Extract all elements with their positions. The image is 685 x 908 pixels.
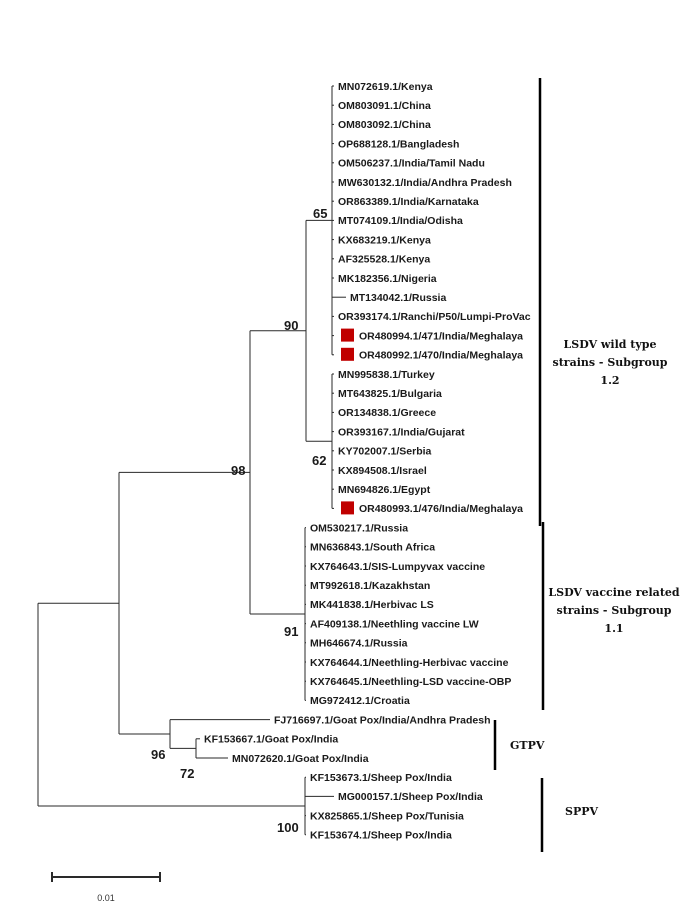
taxon-label: MT992618.1/Kazakhstan: [310, 580, 430, 592]
bootstrap-98: 98: [231, 463, 245, 478]
taxon-label: KX764644.1/Neethling-Herbivac vaccine: [310, 657, 509, 669]
taxon-label: OR480992.1/470/India/Meghalaya: [359, 350, 523, 362]
highlight-marker: [341, 347, 354, 361]
taxon-label: KX764643.1/SIS-Lumpyvax vaccine: [310, 561, 485, 573]
taxon-label: OR480994.1/471/India/Meghalaya: [359, 330, 523, 342]
bootstrap-72: 72: [180, 766, 194, 781]
taxon-label: KX764645.1/Neethling-LSD vaccine-OBP: [310, 676, 511, 688]
taxon-label: MN995838.1/Turkey: [338, 369, 435, 381]
taxon-label: MT134042.1/Russia: [350, 292, 446, 304]
taxon-label: MT643825.1/Bulgaria: [338, 388, 442, 400]
group-label-subgroup-1-1-line3: 1.1: [604, 622, 623, 635]
taxon-label: MN072620.1/Goat Pox/India: [232, 753, 369, 765]
taxon-label: MK441838.1/Herbivac LS: [310, 599, 434, 611]
group-label-subgroup-1-2-line2: strains - Subgroup: [553, 356, 668, 369]
taxon-label: KF153674.1/Sheep Pox/India: [310, 830, 452, 842]
taxon-label: KX825865.1/Sheep Pox/Tunisia: [310, 810, 464, 822]
taxon-label: OM803092.1/China: [338, 119, 431, 131]
taxon-label: AF409138.1/Neethling vaccine LW: [310, 618, 479, 630]
taxon-label: MG000157.1/Sheep Pox/India: [338, 791, 483, 803]
taxon-label: MN072619.1/Kenya: [338, 81, 433, 93]
taxon-label: MW630132.1/India/Andhra Pradesh: [338, 177, 512, 189]
taxon-label: FJ716697.1/Goat Pox/India/Andhra Pradesh: [274, 714, 491, 726]
scale-bar-label: 0.01: [97, 893, 115, 903]
taxon-label: AF325528.1/Kenya: [338, 254, 430, 266]
taxon-label: MN694826.1/Egypt: [338, 484, 431, 496]
taxon-label: KX683219.1/Kenya: [338, 234, 431, 246]
group-label-subgroup-1-2-line3: 1.2: [600, 374, 619, 387]
group-label-gtpv: GTPV: [510, 739, 545, 752]
taxon-label: MH646674.1/Russia: [310, 638, 408, 650]
highlight-marker: [341, 328, 354, 342]
group-label-subgroup-1-2-line1: LSDV wild type: [564, 338, 657, 351]
taxon-label: MN636843.1/South Africa: [310, 542, 435, 554]
taxon-label: OP688128.1/Bangladesh: [338, 138, 459, 150]
taxon-label: MG972412.1/Croatia: [310, 695, 410, 707]
taxon-label: OR134838.1/Greece: [338, 407, 436, 419]
group-label-subgroup-1-1-line1: LSDV vaccine related: [548, 586, 679, 599]
taxon-labels: MN072619.1/KenyaOM803091.1/ChinaOM803092…: [204, 81, 531, 842]
highlight-markers: [341, 328, 354, 515]
taxon-label: KF153673.1/Sheep Pox/India: [310, 772, 452, 784]
taxon-label: KY702007.1/Serbia: [338, 446, 432, 458]
taxon-label: OR863389.1/India/Karnataka: [338, 196, 479, 208]
taxon-label: KX894508.1/Israel: [338, 465, 427, 477]
bootstrap-91: 91: [284, 624, 298, 639]
taxon-label: KF153667.1/Goat Pox/India: [204, 734, 338, 746]
tree-branches: [37, 85, 346, 836]
group-label-subgroup-1-1-line2: strains - Subgroup: [557, 604, 672, 617]
taxon-label: OR393167.1/India/Gujarat: [338, 426, 465, 438]
taxon-label: OM530217.1/Russia: [310, 522, 408, 534]
taxon-label: OM803091.1/China: [338, 100, 431, 112]
taxon-label: OR393174.1/Ranchi/P50/Lumpi-ProVac: [338, 311, 531, 323]
bootstrap-90: 90: [284, 318, 298, 333]
taxon-label: OM506237.1/India/Tamil Nadu: [338, 158, 485, 170]
bootstrap-96: 96: [151, 747, 165, 762]
bootstrap-65: 65: [313, 206, 327, 221]
taxon-label: OR480993.1/476/India/Meghalaya: [359, 503, 523, 515]
group-label-sppv: SPPV: [565, 805, 598, 818]
highlight-marker: [341, 501, 354, 515]
taxon-label: MK182356.1/Nigeria: [338, 273, 437, 285]
bootstrap-100: 100: [277, 820, 299, 835]
bootstrap-62: 62: [312, 453, 326, 468]
taxon-label: MT074109.1/India/Odisha: [338, 215, 463, 227]
